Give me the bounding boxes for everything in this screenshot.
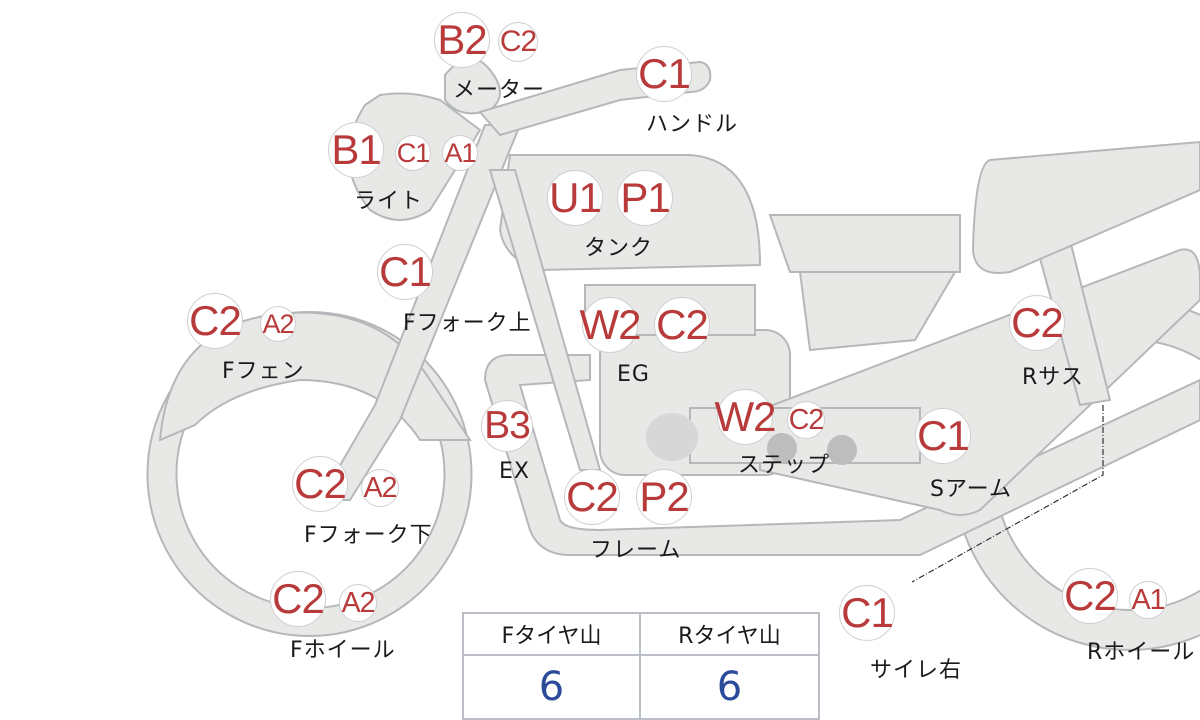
grade-badge: C2 [187,293,243,349]
grade-badge: C2 [787,401,825,439]
front-tire-value: 6 [464,656,641,718]
engine-cover-shape [646,413,698,461]
grade-badge: B2 [434,12,490,68]
grade-badge: A2 [260,306,296,342]
grade-badge: A1 [1129,581,1167,619]
grade-badge: U1 [547,170,603,226]
part-label: ステップ [738,453,831,478]
part-label: Sアーム [930,477,1012,502]
grade-badge: C2 [270,571,326,627]
grade-badge: C2 [292,456,348,512]
silencer-leader-line [911,405,1104,583]
grade-badge: P2 [636,469,692,525]
rear-tire-value: 6 [716,664,743,710]
grade-badge: C2 [1009,295,1065,351]
seat-shape [768,214,961,273]
step-peg-shape [827,435,857,465]
part-label: Rホイール [1087,640,1196,665]
grade-badge: A2 [339,584,377,622]
grade-badge: C1 [395,135,431,171]
grade-badge: C2 [498,22,538,62]
grade-badge: W2 [580,297,642,353]
front-tire-header: Fタイヤ山 [464,614,641,656]
grade-badge: A2 [361,469,399,507]
part-label: Fフォーク上 [403,311,532,336]
part-label: Fホイール [290,638,396,663]
grade-badge: C2 [1062,568,1118,624]
part-label: タンク [584,236,654,261]
grade-badge: C2 [654,297,710,353]
part-label: ハンドル [646,112,739,137]
grade-badge: C1 [636,46,692,102]
side-cover-shape [798,271,957,352]
grade-badge: C2 [564,469,620,525]
part-label: メーター [453,78,546,103]
part-label: EX [499,459,530,484]
grade-badge: B3 [481,400,533,452]
grade-badge: B1 [328,122,384,178]
grade-badge: A1 [442,135,478,171]
part-label: Rサス [1022,365,1084,390]
grade-badge: C1 [377,244,433,300]
part-label: サイレ右 [870,658,963,683]
part-label: フレーム [590,538,682,563]
frame-shape [483,354,1200,556]
grade-badge: C1 [839,585,895,641]
part-label: Fフォーク下 [304,523,433,548]
part-label: ライト [354,189,424,214]
rear-tire-header: Rタイヤ山 [641,614,818,656]
seat-rear-shape [971,140,1200,274]
grade-badge: P1 [617,170,673,226]
tire-tread-table: Fタイヤ山 Rタイヤ山 6 6 [462,612,820,720]
part-label: Fフェン [222,359,305,384]
grade-badge: W2 [715,389,777,445]
part-label: EG [617,362,650,387]
step-peg-shape [767,433,797,463]
grade-badge: C1 [915,408,971,464]
